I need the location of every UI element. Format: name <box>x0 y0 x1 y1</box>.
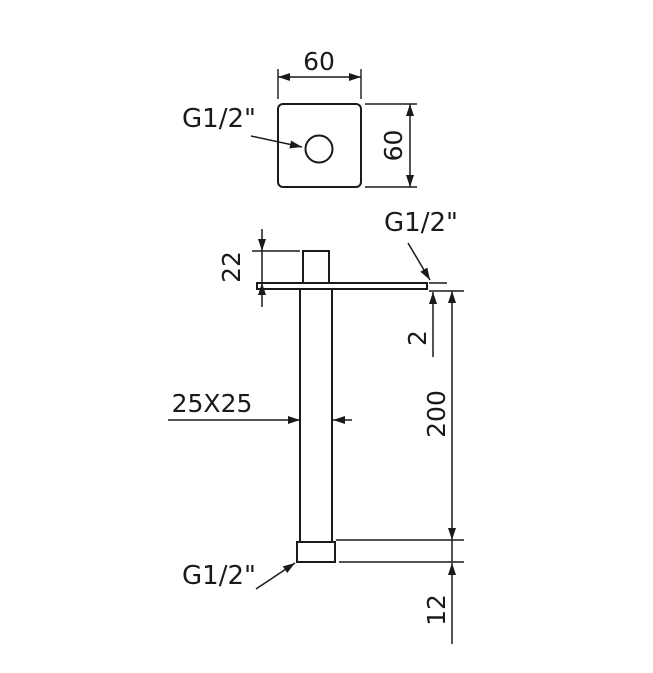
dimension-plate-thickness: 2 <box>403 282 464 357</box>
bottom-thread <box>296 541 336 563</box>
dim-cross-section-label: 25X25 <box>172 389 253 418</box>
thread-hole <box>304 134 334 164</box>
top-thread-nipple <box>302 250 330 284</box>
dim-flange-width-label: 60 <box>303 47 335 76</box>
top-view: 60 60 G1/2" <box>182 47 417 188</box>
side-top-thread-label: G1/2" <box>384 208 458 238</box>
dimension-cross-section: 25X25 <box>168 389 352 424</box>
side-bottom-thread-label: G1/2" <box>182 561 256 591</box>
dimension-flange-height: 60 <box>365 103 417 188</box>
dim-arm-length-label: 200 <box>422 390 451 438</box>
side-bottom-thread-callout: G1/2" <box>182 561 296 591</box>
ceiling-plate <box>256 282 428 290</box>
dimension-bottom-thread-height: 12 <box>339 540 464 644</box>
dimension-flange-width: 60 <box>277 47 362 99</box>
dim-flange-height-label: 60 <box>379 130 408 162</box>
side-view: 22 G1/2" 2 200 25X25 G1/2" <box>168 208 464 644</box>
top-view-thread-callout: G1/2" <box>182 104 303 149</box>
dimension-top-thread-height: 22 <box>217 229 300 307</box>
top-thread-label: G1/2" <box>182 104 256 134</box>
dim-bottom-thread-height-label: 12 <box>422 594 451 626</box>
side-top-thread-callout: G1/2" <box>384 208 458 281</box>
dim-top-thread-height-label: 22 <box>217 251 246 283</box>
dim-plate-thickness-label: 2 <box>403 330 432 346</box>
arm-body <box>299 288 333 543</box>
dimension-arm-length: 200 <box>336 291 464 541</box>
